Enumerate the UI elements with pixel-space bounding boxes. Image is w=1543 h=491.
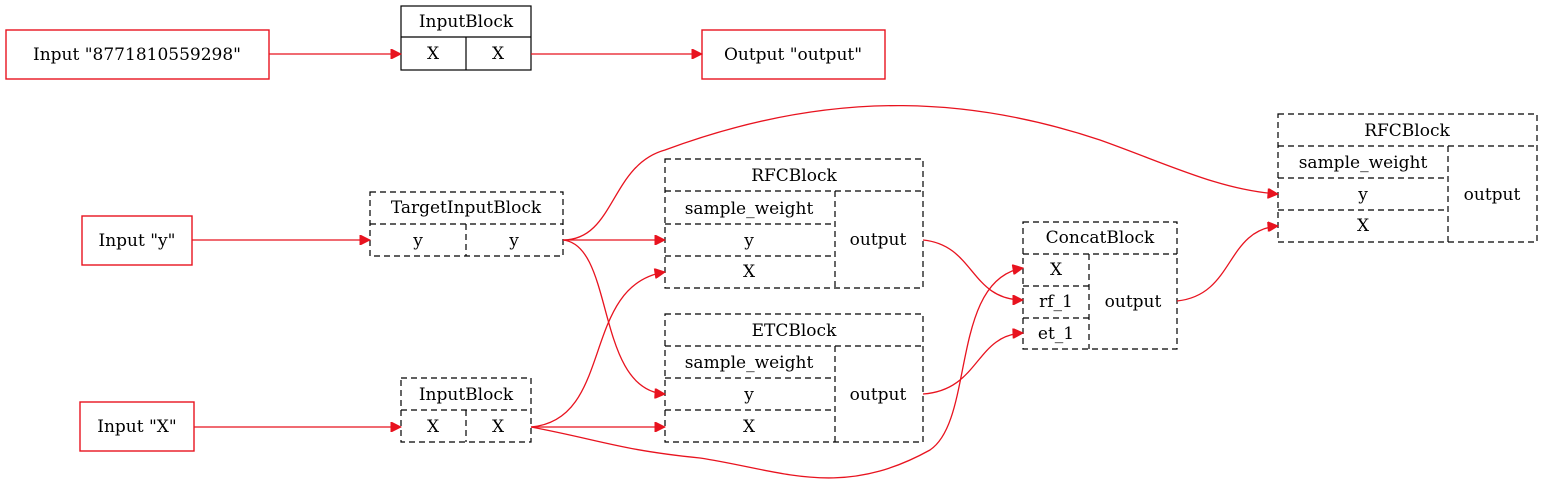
top-input-label: Input "8771810559298" xyxy=(33,45,241,65)
input-block-port-in: X xyxy=(427,417,440,437)
etc-block-port-x: X xyxy=(743,417,756,437)
top-inputblock-port-in: X xyxy=(427,44,440,64)
rfc-block-2-port-x: X xyxy=(1357,216,1370,236)
edge-concat-to-rfc2-x xyxy=(1176,226,1278,302)
top-input-node[interactable]: Input "8771810559298" xyxy=(5,29,270,80)
rfc-block-1[interactable]: RFCBlock sample_weight y X output xyxy=(664,158,924,289)
concat-block[interactable]: ConcatBlock X rf_1 et_1 output xyxy=(1022,221,1178,350)
rfc-block-2-port-y: y xyxy=(1357,185,1368,205)
input-block-port-out: X xyxy=(492,417,505,437)
rfc-block-1-port-sample-weight: sample_weight xyxy=(685,199,814,219)
top-inputblock-title: InputBlock xyxy=(419,12,514,32)
target-input-block-title: TargetInputBlock xyxy=(391,198,542,218)
rfc-block-1-output: output xyxy=(850,230,907,250)
rfc-block-2[interactable]: RFCBlock sample_weight y X output xyxy=(1277,113,1538,243)
rfc-block-2-output: output xyxy=(1464,185,1521,205)
input-y-label: Input "y" xyxy=(99,231,176,251)
rfc-block-2-port-sample-weight: sample_weight xyxy=(1299,153,1428,173)
etc-block[interactable]: ETCBlock sample_weight y X output xyxy=(664,313,924,443)
edge-rfc1-to-concat-rf1 xyxy=(922,239,1023,300)
input-x-label: Input "X" xyxy=(97,417,176,437)
edge-inputblock-to-concat-x xyxy=(530,268,1023,479)
target-input-block-port-in: y xyxy=(412,231,423,251)
etc-block-port-sample-weight: sample_weight xyxy=(685,353,814,373)
top-inputblock-port-out: X xyxy=(492,44,505,64)
top-output-label: Output "output" xyxy=(724,45,862,65)
rfc-block-2-title: RFCBlock xyxy=(1364,121,1450,141)
rfc-block-1-title: RFCBlock xyxy=(751,166,837,186)
edge-inputblock-to-rfc1-x xyxy=(530,272,665,428)
target-input-block[interactable]: TargetInputBlock y y xyxy=(369,191,564,257)
input-y-node[interactable]: Input "y" xyxy=(81,215,193,266)
concat-block-title: ConcatBlock xyxy=(1046,228,1155,248)
input-block[interactable]: InputBlock X X xyxy=(400,377,532,443)
etc-block-port-y: y xyxy=(743,385,754,405)
top-output-node[interactable]: Output "output" xyxy=(701,29,886,80)
rfc-block-1-port-x: X xyxy=(743,262,756,282)
etc-block-title: ETCBlock xyxy=(752,321,837,341)
concat-block-output: output xyxy=(1105,292,1162,312)
concat-block-port-x: X xyxy=(1050,260,1063,280)
rfc-block-1-port-y: y xyxy=(743,231,754,251)
input-x-node[interactable]: Input "X" xyxy=(79,401,195,452)
input-block-title: InputBlock xyxy=(419,385,514,405)
concat-block-port-rf1: rf_1 xyxy=(1039,292,1073,312)
target-input-block-port-out: y xyxy=(508,231,519,251)
edge-target-to-etc-y xyxy=(562,239,665,394)
edge-etc-to-concat-et1 xyxy=(922,333,1023,395)
top-inputblock-node[interactable]: InputBlock X X xyxy=(400,5,532,71)
etc-block-output: output xyxy=(850,385,907,405)
edge-target-to-rfc2-y xyxy=(562,104,1278,241)
concat-block-port-et1: et_1 xyxy=(1038,324,1074,344)
